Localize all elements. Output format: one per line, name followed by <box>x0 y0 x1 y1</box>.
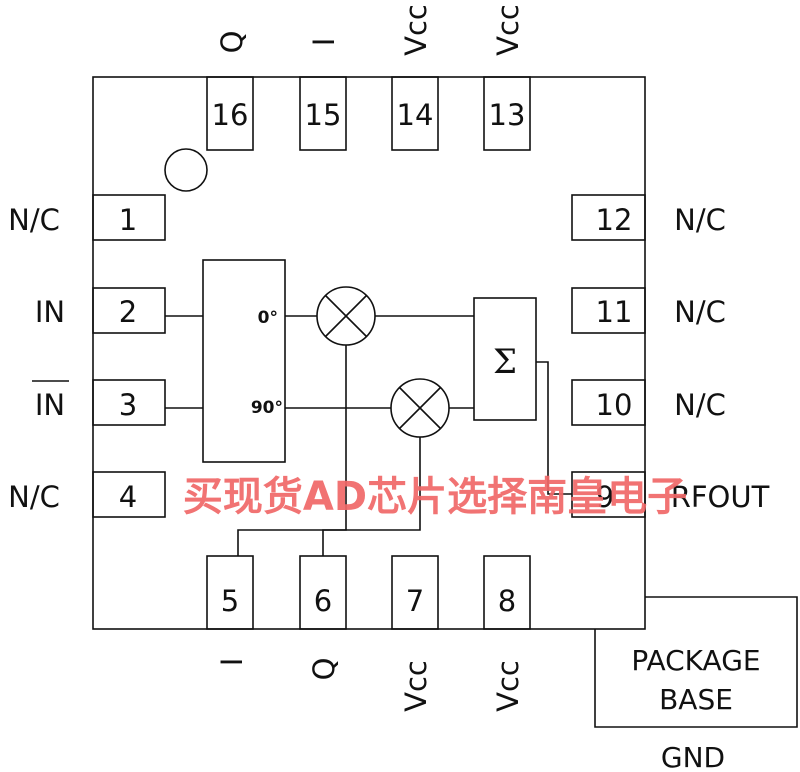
pin1-marker <box>164 148 208 192</box>
pin-6-label: Q <box>307 658 341 681</box>
pin-number: 12 <box>596 203 633 237</box>
pin-8-label: Vcc <box>491 660 525 712</box>
pin-10: 10 <box>571 379 646 426</box>
pin-4: 4 <box>92 471 166 518</box>
pin-number: 13 <box>489 98 526 132</box>
pin-number: 15 <box>305 98 342 132</box>
pin-2-label: IN <box>35 295 65 329</box>
pin-13-label: Vcc <box>491 4 525 56</box>
pin-number: 7 <box>406 584 424 618</box>
sigma-symbol: Σ <box>493 342 517 382</box>
pin-11-label: N/C <box>674 295 726 329</box>
pin-11: 11 <box>571 287 646 334</box>
pin-number: 4 <box>119 480 137 514</box>
wire-q-baseband <box>322 437 421 556</box>
pin-16-label: Q <box>215 31 249 54</box>
watermark-text: 买现货AD芯片选择南皇电子 <box>183 474 687 520</box>
pin-2: 2 <box>92 287 166 334</box>
package-base-outline <box>594 596 798 728</box>
pin-number: 3 <box>119 388 137 422</box>
pin-1: 1 <box>92 194 166 241</box>
pin-number: 16 <box>212 98 249 132</box>
pin-4-label: N/C <box>8 480 60 514</box>
pin-3-label: IN <box>35 388 65 422</box>
pin-number: 11 <box>596 295 633 329</box>
pin-number: 8 <box>498 584 516 618</box>
pin-15: 15 <box>299 76 347 151</box>
pin-5: 5 <box>206 555 254 630</box>
pin-number: 6 <box>314 584 332 618</box>
pin-number: 5 <box>221 584 239 618</box>
pin-7-label: Vcc <box>399 660 433 712</box>
pin-13: 13 <box>483 76 531 151</box>
mixer-q <box>390 378 450 438</box>
pin-5-label: I <box>215 658 249 667</box>
pin-14-label: Vcc <box>399 4 433 56</box>
pin-number: 2 <box>119 295 137 329</box>
pin-8: 8 <box>483 555 531 630</box>
pin-1-label: N/C <box>8 203 60 237</box>
gnd-label: GND <box>661 741 725 772</box>
pin-number: 14 <box>397 98 434 132</box>
pin-10-label: N/C <box>674 388 726 422</box>
pin-14: 14 <box>391 76 439 151</box>
wire-i-baseband <box>237 345 347 556</box>
pin-16: 16 <box>206 76 254 151</box>
pin-12: 12 <box>571 194 646 241</box>
pin-15-label: I <box>307 38 341 47</box>
phase-0-label: 0° <box>258 308 278 328</box>
pin-number: 1 <box>119 203 137 237</box>
wire-rfout <box>536 361 572 495</box>
phase-splitter <box>202 259 286 463</box>
mixer-i <box>316 286 376 346</box>
summer-block <box>473 297 537 421</box>
pin-number: 9 <box>596 480 614 514</box>
pin-12-label: N/C <box>674 203 726 237</box>
pin-number: 10 <box>596 388 633 422</box>
pin-6: 6 <box>299 555 347 630</box>
pin-7: 7 <box>391 555 439 630</box>
pin-9-label: RFOUT <box>671 480 770 514</box>
pin-3: 3 <box>92 379 166 426</box>
ic-body <box>92 76 646 630</box>
package-base-line2: BASE <box>659 683 733 716</box>
phase-90-label: 90° <box>251 398 283 418</box>
package-base-line1: PACKAGE <box>631 644 760 677</box>
